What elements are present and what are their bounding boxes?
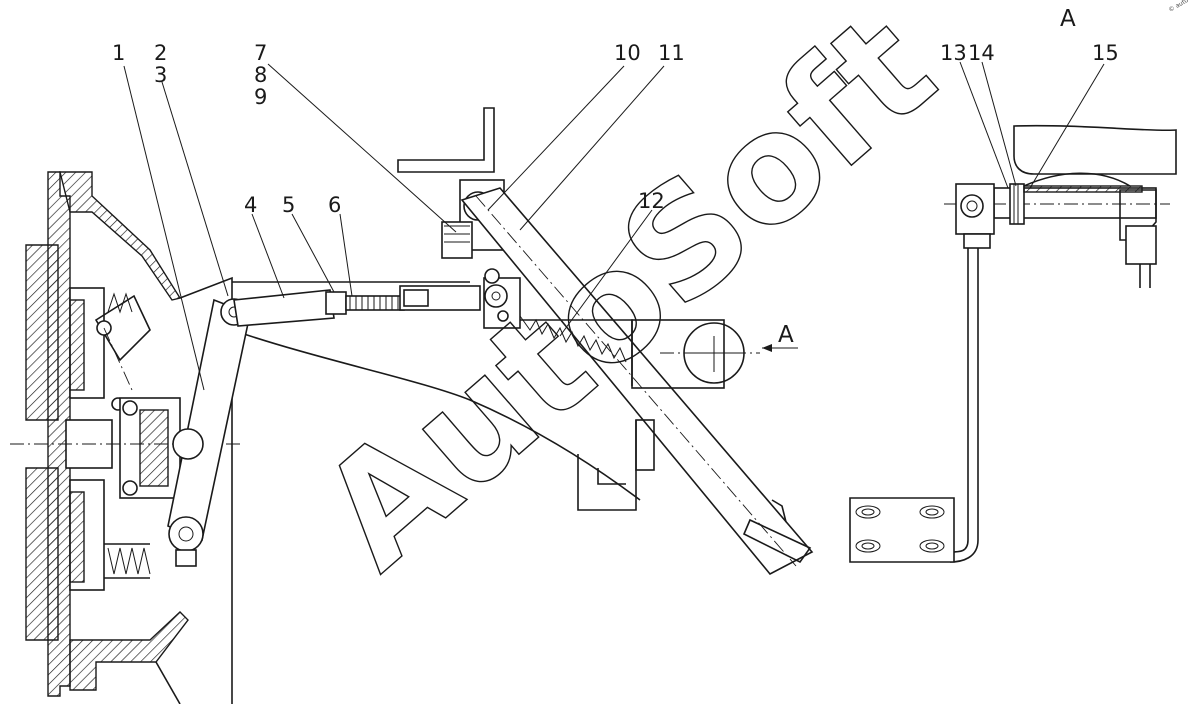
- return-spring: [519, 315, 760, 511]
- callout-13: 13: [940, 41, 967, 65]
- section-arrow-a: A: [762, 322, 798, 352]
- callout-4: 4: [244, 193, 257, 217]
- section-arrow-label: A: [778, 322, 794, 348]
- callout-10: 10: [614, 41, 641, 65]
- pedal-assembly: [397, 107, 814, 576]
- callout-5: 5: [282, 193, 295, 217]
- callout-14: 14: [968, 41, 995, 65]
- watermark-corner: © auto: [1168, 0, 1190, 14]
- callout-2: 2: [154, 41, 167, 65]
- callout-1: 1: [112, 41, 125, 65]
- callout-8: 8: [254, 63, 267, 87]
- clutch-housing: [10, 171, 641, 704]
- release-fork-lever: [167, 298, 251, 567]
- callout-6: 6: [328, 193, 341, 217]
- callout-numbers: 1 2 3 4 5 6 7 8 9 10 11 12 13 14 15: [112, 41, 1119, 217]
- push-rod-assembly: [233, 285, 481, 327]
- callout-12: 12: [638, 189, 665, 213]
- view-a-detail: A: [849, 6, 1177, 563]
- leader-lines: [123, 61, 1105, 391]
- callout-7: 7: [254, 41, 267, 65]
- callout-9: 9: [254, 85, 267, 109]
- callout-15: 15: [1092, 41, 1119, 65]
- callout-11: 11: [658, 41, 685, 65]
- view-a-title: A: [1060, 6, 1076, 32]
- callout-3: 3: [154, 63, 167, 87]
